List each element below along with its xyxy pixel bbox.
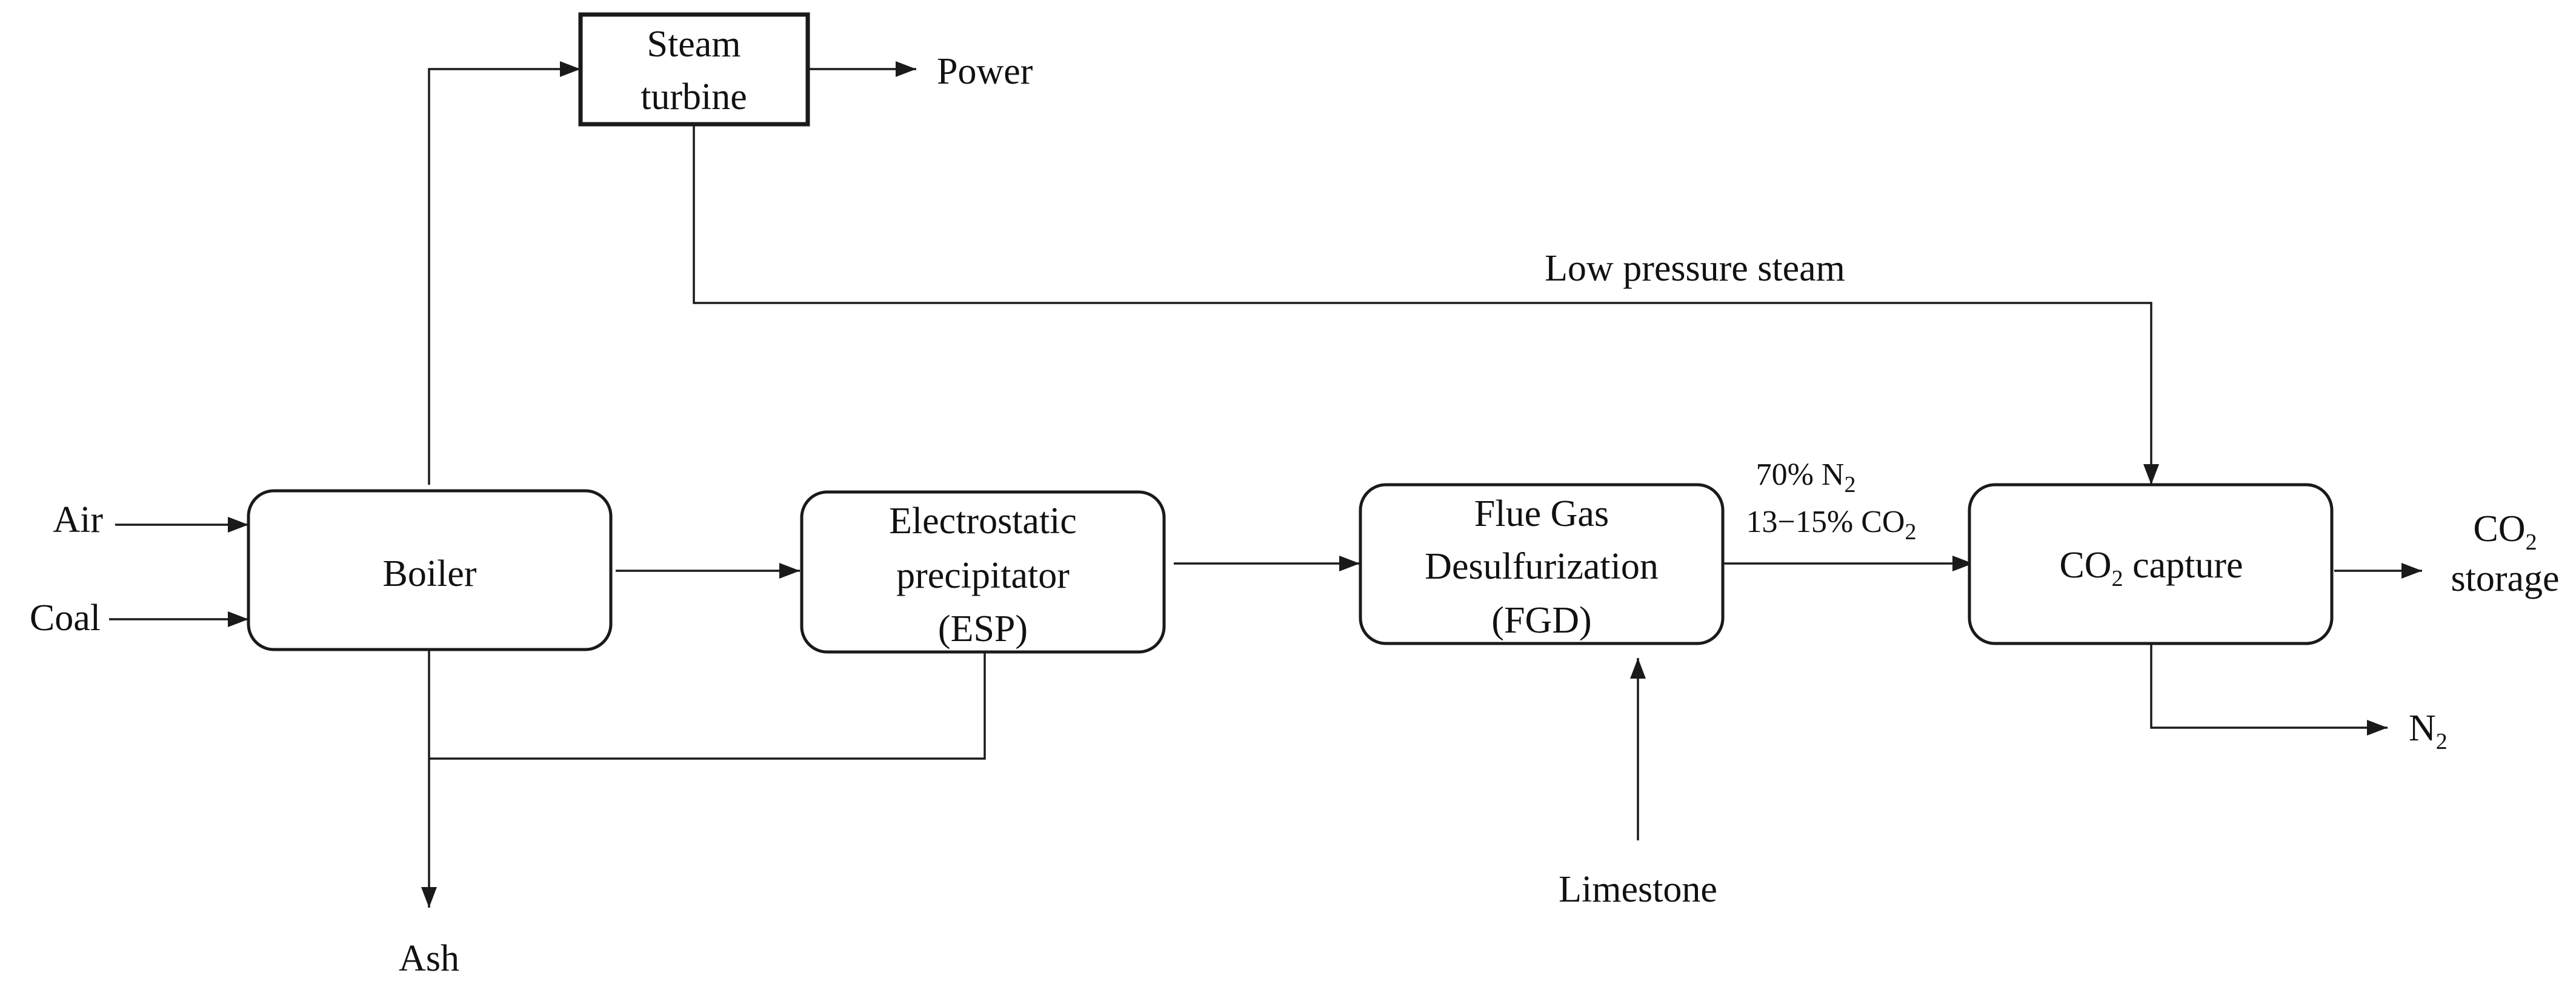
co2-storage-label-line1: CO2 — [2473, 508, 2537, 555]
fgd-label-line2: Desulfurization — [1425, 546, 1659, 587]
coal-label: Coal — [30, 597, 101, 639]
esp-ash-line — [429, 653, 986, 760]
co2-capture-label: CO2 capture — [2059, 545, 2243, 591]
co2-capture-to-n2-arrow — [2150, 643, 2388, 736]
flue-gas-n2-label: 70% N2 — [1756, 457, 1856, 497]
limestone-label: Limestone — [1559, 869, 1717, 910]
boiler-label: Boiler — [383, 553, 477, 594]
flue-gas-co2-label: 13−15% CO2 — [1746, 505, 1917, 545]
esp-label-line2: precipitator — [896, 555, 1070, 596]
co2-capture-block: CO2 capture — [1968, 483, 2334, 645]
low-pressure-steam-label: Low pressure steam — [1545, 248, 1845, 289]
fgd-block: Flue Gas Desulfurization (FGD) — [1359, 483, 1725, 645]
steam-turbine-label-line2: turbine — [641, 76, 747, 118]
air-label: Air — [53, 499, 103, 540]
fgd-label-line1: Flue Gas — [1474, 493, 1609, 534]
esp-block: Electrostatic precipitator (ESP) — [800, 490, 1166, 654]
esp-label-line3: (ESP) — [938, 608, 1028, 650]
esp-label-line1: Electrostatic — [889, 500, 1077, 542]
n2-label: N2 — [2409, 708, 2448, 754]
steam-turbine-label-line1: Steam — [647, 24, 741, 65]
boiler-block: Boiler — [247, 489, 613, 651]
power-label: Power — [937, 51, 1033, 92]
fgd-label-line3: (FGD) — [1491, 600, 1591, 641]
co2-storage-label-line2: storage — [2451, 558, 2559, 599]
ash-label: Ash — [399, 938, 459, 979]
boiler-to-steam-turbine-arrow — [428, 61, 581, 485]
steam-turbine-block: Steam turbine — [578, 12, 810, 127]
low-pressure-steam-line — [693, 125, 2159, 485]
